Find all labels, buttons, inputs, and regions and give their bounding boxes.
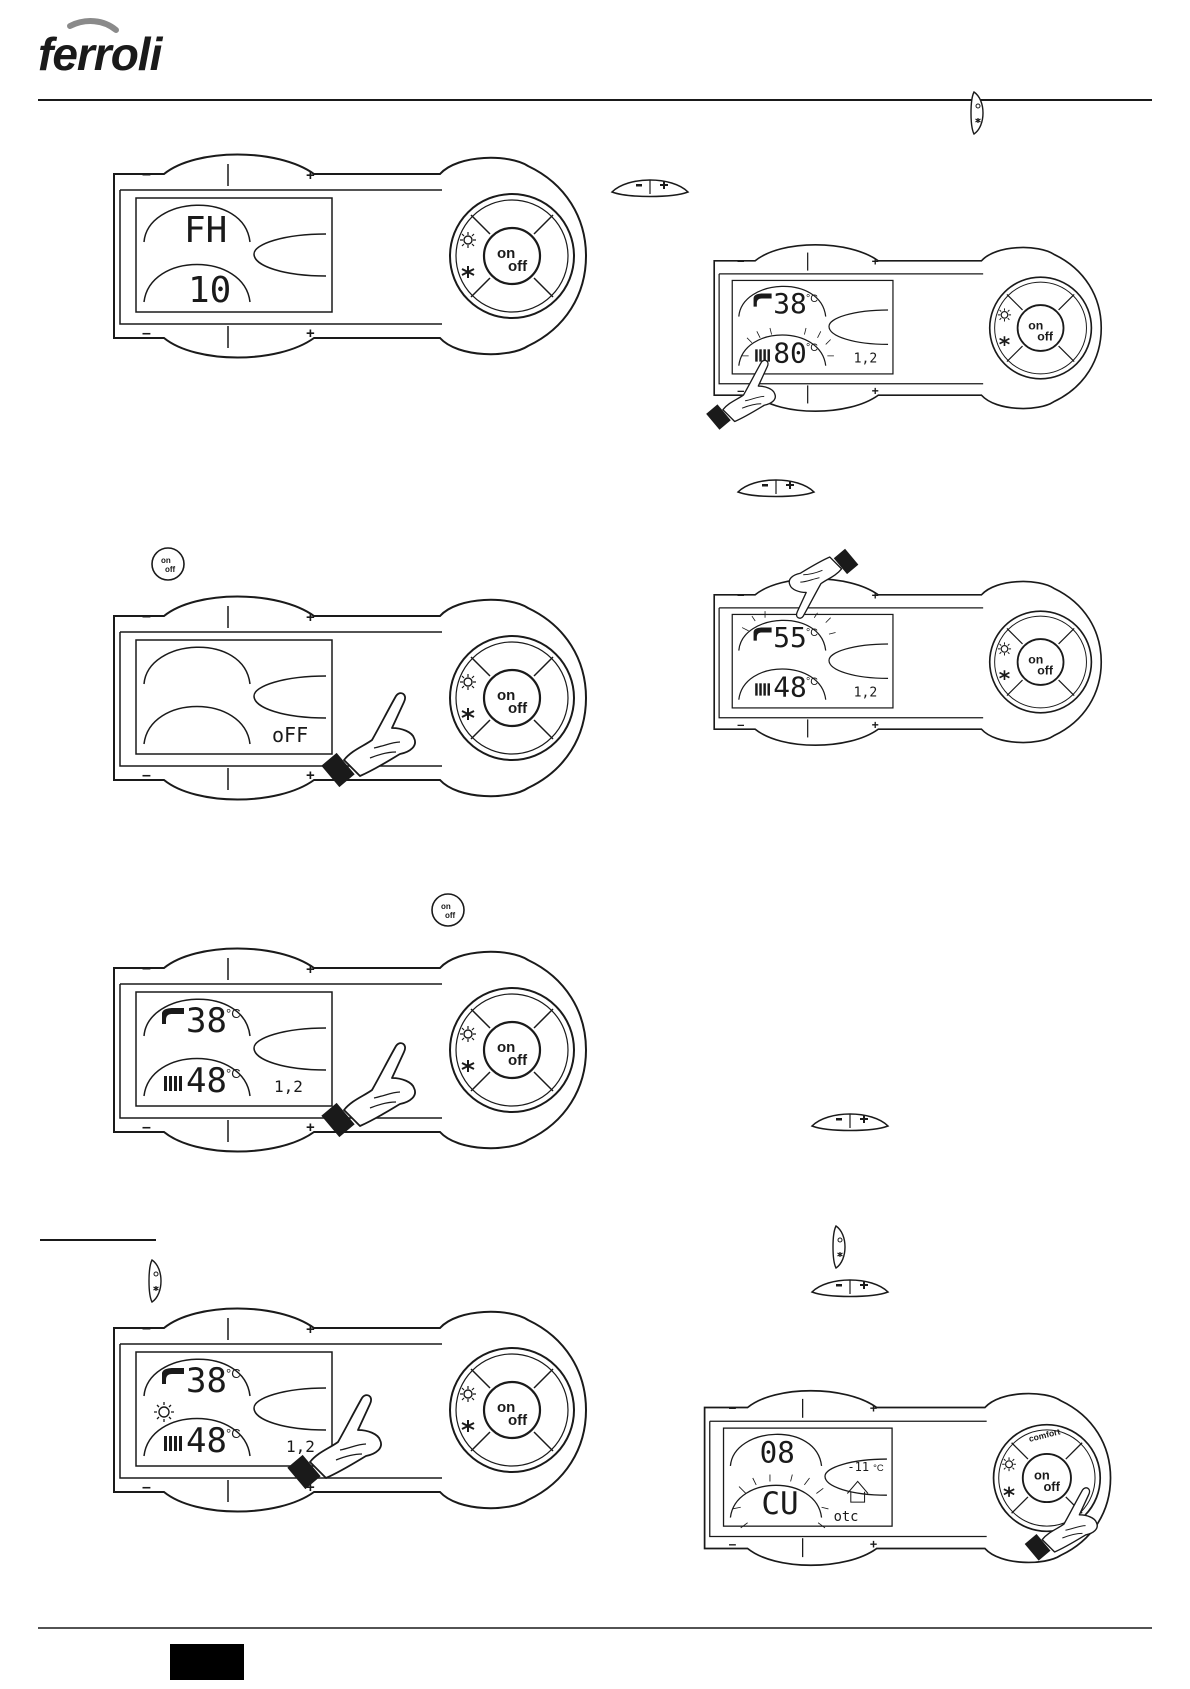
off-label: off bbox=[508, 258, 528, 275]
svg-text:55: 55 bbox=[773, 621, 807, 654]
svg-text:otc: otc bbox=[834, 1509, 859, 1525]
svg-text:80: 80 bbox=[773, 336, 807, 369]
svg-text:+: + bbox=[872, 384, 879, 398]
svg-text:°C: °C bbox=[226, 1006, 241, 1021]
svg-text:–: – bbox=[142, 325, 151, 342]
svg-text:–: – bbox=[142, 1119, 151, 1136]
svg-text:38: 38 bbox=[186, 1001, 227, 1041]
summer-winter-key-icon bbox=[832, 1225, 846, 1269]
svg-text:°C: °C bbox=[226, 1426, 241, 1441]
svg-text:–: – bbox=[142, 1479, 151, 1496]
svg-text:°C: °C bbox=[806, 342, 818, 354]
svg-text:+: + bbox=[306, 1321, 315, 1338]
top-lcd-value: FH bbox=[184, 210, 227, 251]
panel-3: – + – + 38 °C 48 °C 1,2 on off bbox=[112, 947, 588, 1153]
svg-text:+: + bbox=[872, 589, 879, 603]
svg-text:on: on bbox=[1028, 653, 1043, 667]
on-label: on bbox=[497, 245, 515, 262]
svg-text:+: + bbox=[870, 1537, 878, 1552]
minus-label: – bbox=[142, 166, 151, 183]
svg-text:38: 38 bbox=[186, 1361, 227, 1401]
svg-text:off: off bbox=[1037, 329, 1054, 343]
panel-4: – + – + 38 °C 48 °C 1,2 on off bbox=[112, 1307, 588, 1513]
svg-text:+: + bbox=[306, 961, 315, 978]
svg-text:08: 08 bbox=[760, 1436, 795, 1470]
svg-text:+: + bbox=[872, 718, 879, 732]
svg-text:+: + bbox=[306, 767, 315, 784]
minus-plus-key-icon bbox=[811, 1113, 889, 1132]
svg-text:on: on bbox=[497, 1399, 515, 1416]
svg-text:48: 48 bbox=[186, 1061, 227, 1101]
svg-text:–: – bbox=[737, 383, 744, 398]
svg-text:on: on bbox=[497, 687, 515, 704]
minus-plus-key-icon bbox=[811, 1279, 889, 1298]
plus-label: + bbox=[306, 167, 315, 184]
minus-plus-key-icon bbox=[611, 179, 689, 198]
svg-text:off: off bbox=[1037, 663, 1054, 677]
svg-text:on: on bbox=[497, 1039, 515, 1056]
svg-text:°C: °C bbox=[806, 293, 818, 305]
summer-winter-key-icon bbox=[148, 1259, 162, 1303]
svg-text:off: off bbox=[508, 1412, 528, 1429]
svg-text:+: + bbox=[306, 609, 315, 626]
svg-text:°C: °C bbox=[226, 1066, 241, 1081]
svg-text:1,2: 1,2 bbox=[286, 1437, 315, 1456]
sun-icon bbox=[154, 1402, 174, 1422]
panel-1: – + – + FH 10 on off bbox=[112, 153, 588, 359]
svg-text:on: on bbox=[1028, 319, 1043, 333]
panel-7: – + – + 08 CU -11 °C otc comfort on off bbox=[703, 1389, 1112, 1567]
svg-text:+: + bbox=[306, 325, 315, 342]
off-status-text: oFF bbox=[272, 723, 308, 747]
svg-text:–: – bbox=[737, 253, 744, 268]
svg-text:1,2: 1,2 bbox=[854, 351, 878, 366]
svg-text:1,2: 1,2 bbox=[854, 685, 878, 700]
ferroli-logo: ferroli bbox=[38, 18, 165, 80]
svg-text:+: + bbox=[870, 1401, 878, 1416]
blink-marks bbox=[742, 327, 834, 357]
svg-text:off: off bbox=[508, 700, 528, 717]
svg-text:48: 48 bbox=[186, 1421, 227, 1461]
svg-text:–: – bbox=[142, 767, 151, 784]
svg-text:+: + bbox=[306, 1119, 315, 1136]
onoff-button-icon bbox=[431, 893, 465, 927]
svg-text:off: off bbox=[1043, 1479, 1060, 1494]
svg-text:°C: °C bbox=[806, 676, 818, 688]
svg-text:1,2: 1,2 bbox=[274, 1077, 303, 1096]
svg-text:–: – bbox=[737, 717, 744, 732]
house-icon bbox=[846, 1480, 869, 1503]
svg-text:–: – bbox=[729, 1537, 737, 1552]
brand-name: ferroli bbox=[38, 28, 164, 80]
svg-text:off: off bbox=[508, 1052, 528, 1069]
svg-text:38: 38 bbox=[773, 287, 807, 320]
svg-text:–: – bbox=[737, 587, 744, 602]
svg-text:°C: °C bbox=[806, 627, 818, 639]
svg-text:CU: CU bbox=[761, 1486, 798, 1522]
panel-2: – + – + oFF on off bbox=[112, 595, 588, 801]
svg-text:+: + bbox=[306, 1479, 315, 1496]
svg-text:48: 48 bbox=[773, 670, 807, 703]
svg-text:–: – bbox=[142, 1320, 151, 1337]
summer-winter-key-icon bbox=[970, 91, 984, 135]
svg-text:+: + bbox=[872, 255, 879, 269]
svg-text:–: – bbox=[729, 1400, 737, 1415]
svg-text:on: on bbox=[1034, 1468, 1050, 1483]
onoff-button-icon bbox=[151, 547, 185, 581]
svg-text:°C: °C bbox=[873, 1463, 884, 1474]
panel-5: – + – + 38 °C 80 °C 1,2 on off bbox=[705, 243, 1103, 431]
svg-text:–: – bbox=[142, 608, 151, 625]
bottom-lcd-value: 10 bbox=[188, 270, 231, 311]
panel-6: – + – + 55 °C 48 °C 1,2 on off bbox=[713, 548, 1103, 747]
svg-text:–: – bbox=[142, 960, 151, 977]
outdoor-temp: -11 bbox=[847, 1460, 869, 1474]
minus-plus-key-icon bbox=[737, 479, 815, 498]
svg-text:°C: °C bbox=[226, 1366, 241, 1381]
language-tab bbox=[170, 1644, 244, 1680]
